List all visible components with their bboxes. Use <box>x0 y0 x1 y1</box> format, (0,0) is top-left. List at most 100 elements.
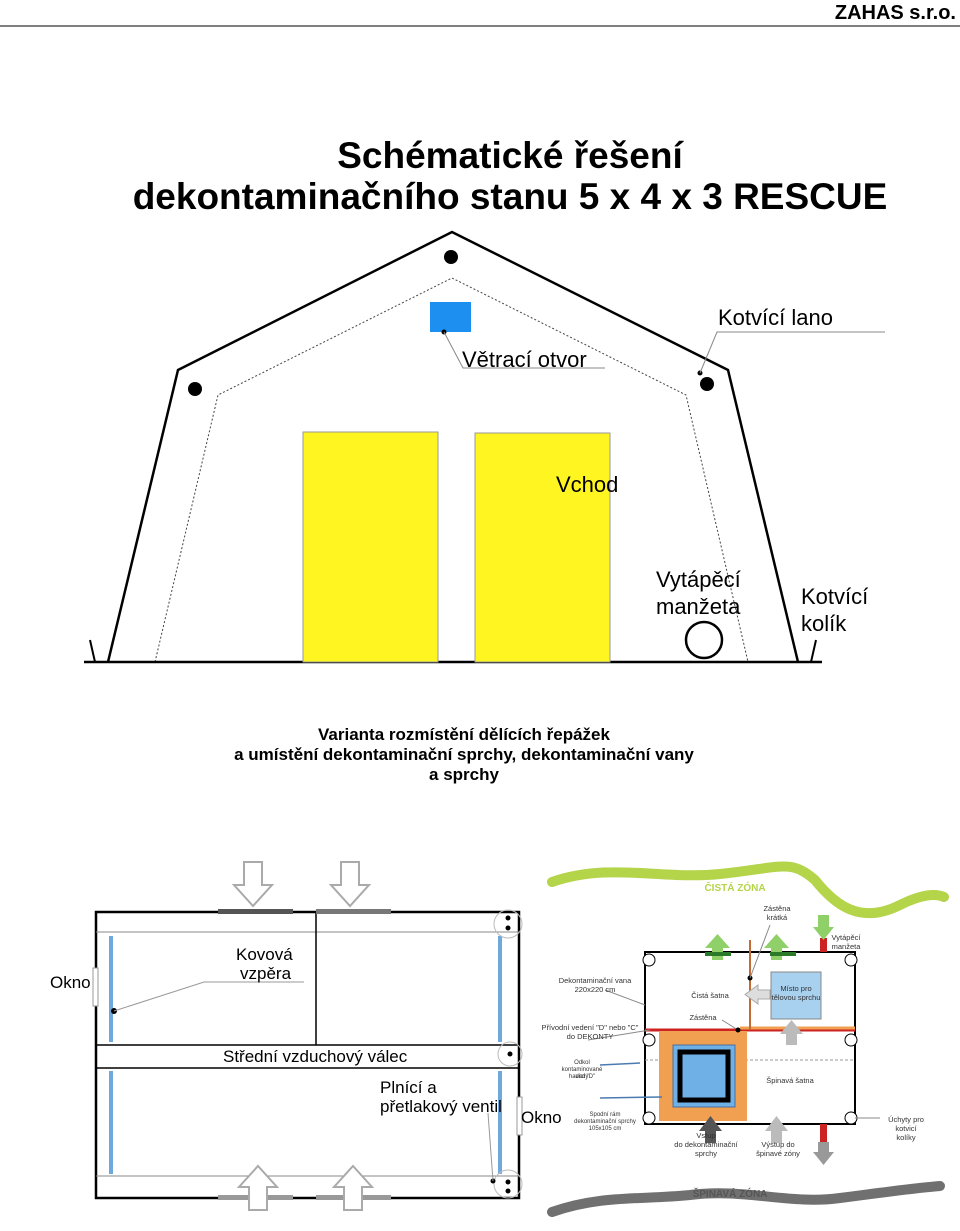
label-window-right: Okno <box>521 1108 562 1127</box>
label-short-screen-1: Zástěna <box>763 904 791 913</box>
entry-arrow-down <box>231 861 275 908</box>
door-right <box>474 432 611 663</box>
short-screen-leader <box>749 924 771 979</box>
arrow-down-grey <box>813 1142 834 1165</box>
screen-dot <box>735 1027 741 1033</box>
label-entry-dirty-2: špinavé zóny <box>756 1149 800 1158</box>
label-heating-2: manžeta <box>656 594 741 619</box>
corner-dot <box>505 1188 511 1194</box>
label-short-screen-2: krátká <box>766 913 788 922</box>
exit-arrow-up <box>331 1164 375 1211</box>
arrow-up-green <box>705 934 730 960</box>
drain-line <box>599 1062 641 1066</box>
label-dirty-changing: Špinavá šatna <box>766 1076 814 1085</box>
label-supply-2: do DEKONTY <box>566 1032 614 1041</box>
anchor-peg-right <box>810 639 817 663</box>
tent-floor-plan <box>92 861 523 1211</box>
window-left <box>92 967 99 1007</box>
label-body-shower-1: Místo pro <box>780 984 812 993</box>
label-screen: Zástěna <box>689 1013 717 1022</box>
label-body-shower-2: tělovou sprchu <box>771 993 821 1002</box>
label-frame-1: Spodní rám <box>589 1112 621 1118</box>
label-drain-2: kontaminované vody <box>561 1067 603 1080</box>
label-peg-mounts-3: kolíky <box>896 1133 916 1142</box>
label-entry-dirty-1: Výstup do <box>761 1140 795 1149</box>
corner-dot <box>507 1051 513 1057</box>
label-peg-mounts-1: Úchyty pro <box>888 1115 924 1124</box>
label-heating-1-small: Vytápěcí <box>831 933 861 942</box>
heating-sleeve <box>684 620 724 660</box>
label-tub-2: 220x220 cm <box>574 985 616 994</box>
green-door-2 <box>770 952 796 956</box>
anchor-peg-left <box>89 639 96 663</box>
ring-left <box>188 382 202 396</box>
tent-inner-outline <box>154 277 749 663</box>
label-strut-2: vzpěra <box>240 964 292 983</box>
arrow-up-grey <box>780 1020 803 1045</box>
corner-dot <box>505 915 511 921</box>
label-entrance: Vchod <box>556 472 619 497</box>
arrow-left-white <box>744 984 771 1005</box>
label-tub-1: Dekontaminační vana <box>558 976 632 985</box>
door-bar-top-2 <box>316 909 391 914</box>
peg-mount <box>642 1111 656 1125</box>
label-clean-zone: ČISTÁ ZÓNA <box>704 883 766 894</box>
peg-mount <box>844 1033 858 1047</box>
label-window-left: Okno <box>50 973 91 992</box>
rope-leader <box>699 331 885 374</box>
dirty-zone-band <box>547 1181 945 1217</box>
valve-leader <box>487 1112 494 1182</box>
variant-line-2: a umístění dekontaminační sprchy, dekont… <box>234 745 694 764</box>
frame-line <box>599 1096 663 1099</box>
company-name: ZAHAS s.r.o. <box>834 2 956 24</box>
ring-top <box>444 250 458 264</box>
label-peg-mounts-2: kotvicí <box>895 1124 917 1133</box>
label-frame-2: dekontaminační sprchy <box>574 1119 636 1125</box>
label-heating-2-small: manžeta <box>831 942 861 951</box>
label-valve-1: Plnící a <box>380 1078 437 1097</box>
label-heating-1: Vytápěcí <box>656 567 741 592</box>
window-right <box>516 1096 523 1136</box>
door-left <box>302 431 439 663</box>
label-strut-1: Kovová <box>236 945 293 964</box>
label-entry-decon-1: Vstup <box>696 1131 716 1140</box>
label-anchor-rope: Kotvící lano <box>718 305 833 330</box>
green-door-1 <box>705 952 731 956</box>
heating-red-bottom <box>820 1124 827 1142</box>
title-line-2: dekontaminačního stanu 5 x 4 x 3 RESCUE <box>132 176 888 217</box>
strut-leader <box>113 981 304 1012</box>
body-shower-place <box>770 971 822 1020</box>
arrow-down-green <box>813 915 834 940</box>
zone-diagram <box>547 861 949 1217</box>
tub-leader <box>604 989 646 1006</box>
label-entry-decon-3: sprchy <box>694 1149 718 1158</box>
peg-mount <box>642 953 656 967</box>
label-drain-1: Odkol <box>574 1060 590 1066</box>
door-bar-top-1 <box>218 909 293 914</box>
plan-outline <box>94 910 521 1200</box>
label-frame-3: 105x105 cm <box>588 1126 622 1132</box>
label-entry-decon-2: do dekontaminační <box>674 1140 738 1149</box>
peg-mount <box>844 953 858 967</box>
ring-right <box>700 377 714 391</box>
screen-leader <box>721 1019 739 1031</box>
entry-arrow-down <box>328 861 372 908</box>
corner-circle-mr <box>497 1041 523 1067</box>
tent-front-view <box>84 230 885 664</box>
variant-line-3: a sprchy <box>429 765 499 784</box>
label-supply-1: Přívodní vedení "D" nebo "C" <box>541 1023 639 1032</box>
arrow-up-green <box>764 934 789 960</box>
label-air-tube: Střední vzduchový válec <box>223 1047 408 1066</box>
arrow-up-light <box>765 1116 788 1143</box>
arrow-up-dark <box>699 1116 722 1143</box>
clean-zone-band <box>547 861 949 919</box>
corner-dot <box>505 925 511 931</box>
label-valve-2: přetlakový ventil <box>380 1097 502 1116</box>
vent-leader <box>443 331 605 369</box>
peg-mount <box>642 1033 656 1047</box>
supply-leader <box>587 1029 651 1041</box>
label-peg-2: kolík <box>801 611 847 636</box>
label-dirty-zone: ŠPINAVÁ ZÓNA <box>692 1189 768 1200</box>
corner-circle-tr <box>493 909 523 939</box>
